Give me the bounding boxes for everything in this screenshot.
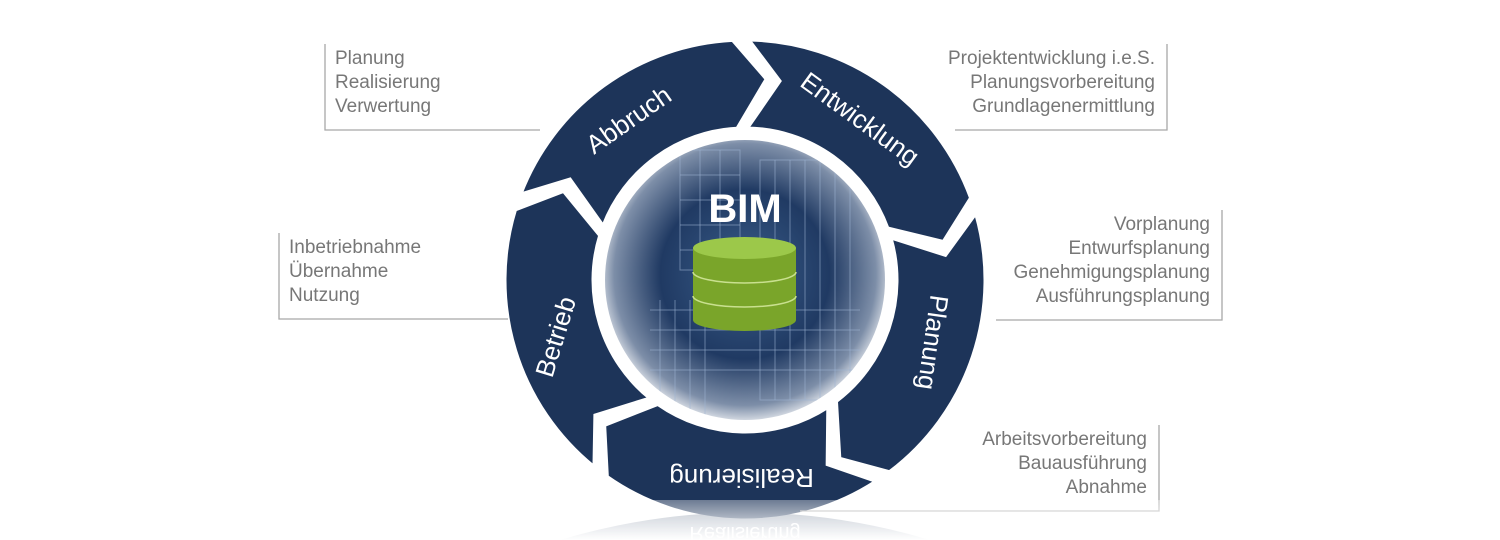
- bracket-entwicklung: [955, 44, 1168, 131]
- segment-entwicklung: [744, 38, 973, 244]
- detail-text: Nutzung: [289, 285, 360, 306]
- detail-text: Abnahme: [1066, 477, 1147, 498]
- detail-text: Vorplanung: [1114, 214, 1210, 235]
- detail-text: Planungsvorbereitung: [970, 72, 1155, 93]
- detail-text: Inbetriebnahme: [289, 237, 421, 258]
- detail-text: Planung: [335, 48, 405, 69]
- detail-text: Projektentwicklung i.e.S.: [948, 48, 1155, 69]
- bracket-betrieb: [278, 233, 508, 320]
- segment-label-realisierung: Realisierung: [669, 463, 814, 493]
- phase-annotations: Projektentwicklung i.e.S. Planungsvorbere…: [278, 44, 1223, 512]
- center-label: BIM: [708, 187, 781, 231]
- detail-text: Arbeitsvorbereitung: [982, 429, 1147, 450]
- detail-text: Bauausführung: [1018, 453, 1147, 474]
- detail-text: Grundlagenermittlung: [972, 96, 1155, 117]
- bracket-abbruch: [324, 44, 540, 131]
- segment-planung: [834, 210, 987, 474]
- detail-text: Verwertung: [335, 96, 431, 117]
- segment-abbruch: [518, 38, 768, 229]
- bracket-planung: [996, 210, 1223, 321]
- segment-betrieb: [503, 189, 653, 470]
- detail-text: Genehmigungsplanung: [1014, 262, 1211, 283]
- detail-text: Ausführungsplanung: [1036, 286, 1210, 307]
- detail-text: Realisierung: [335, 72, 441, 93]
- database-icon: [692, 237, 797, 331]
- detail-text: Entwurfsplanung: [1068, 238, 1210, 259]
- bim-core: BIM: [605, 140, 885, 420]
- reflection-fade: [540, 500, 1240, 540]
- lifecycle-ring: EntwicklungPlanungRealisierungBetriebAbb…: [503, 38, 987, 522]
- detail-text: Übernahme: [289, 261, 388, 282]
